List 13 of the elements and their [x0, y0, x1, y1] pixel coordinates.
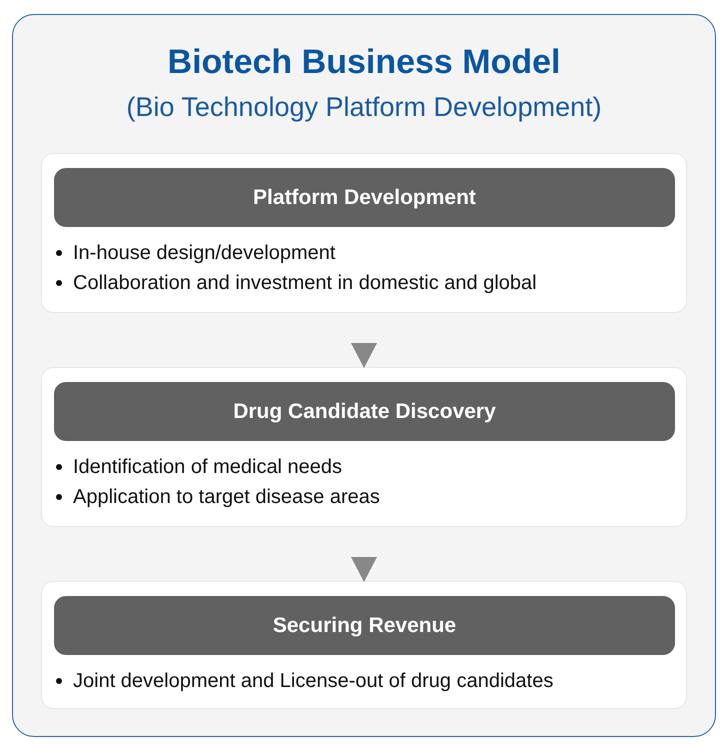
card-header: Platform Development — [54, 168, 675, 227]
bullet-item: Collaboration and investment in domestic and global — [73, 271, 537, 296]
subtitle: (Bio Technology Platform Development) — [126, 91, 602, 123]
process-card — [41, 153, 687, 313]
diagram-title: Biotech Business Model — [168, 42, 560, 82]
bullet-item: In-house design/development — [73, 241, 336, 266]
bullet-item: Identification of medical needs — [73, 455, 342, 480]
process-card — [41, 367, 687, 527]
bullet-item: Joint development and License-out of drug candidates — [73, 669, 554, 694]
process-card — [41, 581, 687, 709]
card-header: Drug Candidate Discovery — [54, 382, 675, 441]
bullet-item: Application to target disease areas — [73, 485, 380, 510]
card-header: Securing Revenue — [54, 596, 675, 655]
